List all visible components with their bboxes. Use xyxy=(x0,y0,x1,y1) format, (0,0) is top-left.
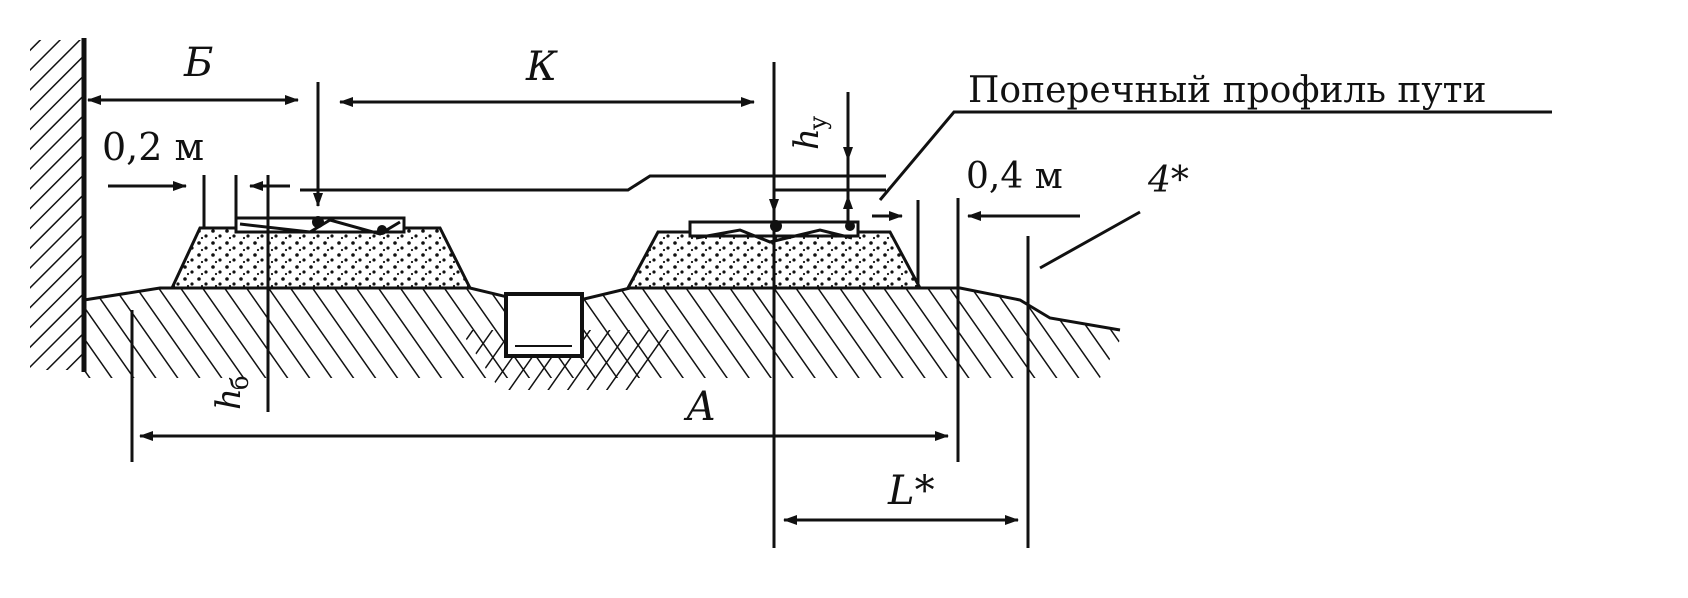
svg-text:h: h xyxy=(787,128,827,150)
rail-level-line xyxy=(300,174,886,192)
svg-text:у: у xyxy=(804,116,832,130)
dimension-lines xyxy=(87,95,1080,525)
label-dist-02: 0,2 м xyxy=(102,125,204,169)
label-profile: Поперечный профиль пути xyxy=(968,70,1486,111)
labels: Б К 0,2 м 0,4 м 4* Поперечный профиль пу… xyxy=(102,40,1486,514)
leader-lines xyxy=(878,110,1552,270)
label-hb: h б xyxy=(209,376,254,410)
label-b: Б xyxy=(183,40,213,86)
ground xyxy=(83,286,1121,390)
label-k: К xyxy=(525,44,558,90)
label-dist-04: 0,4 м xyxy=(966,156,1063,197)
svg-text:б: б xyxy=(226,376,254,390)
reference-lines xyxy=(130,62,1030,548)
label-marker4: 4* xyxy=(1147,160,1189,201)
left-ballast-prism xyxy=(169,216,473,290)
wall xyxy=(30,38,87,372)
svg-text:h: h xyxy=(209,388,249,410)
label-a: А xyxy=(683,384,716,430)
drainage-trench xyxy=(504,292,584,358)
label-l: L* xyxy=(887,468,935,514)
label-hy: h у xyxy=(787,116,832,150)
